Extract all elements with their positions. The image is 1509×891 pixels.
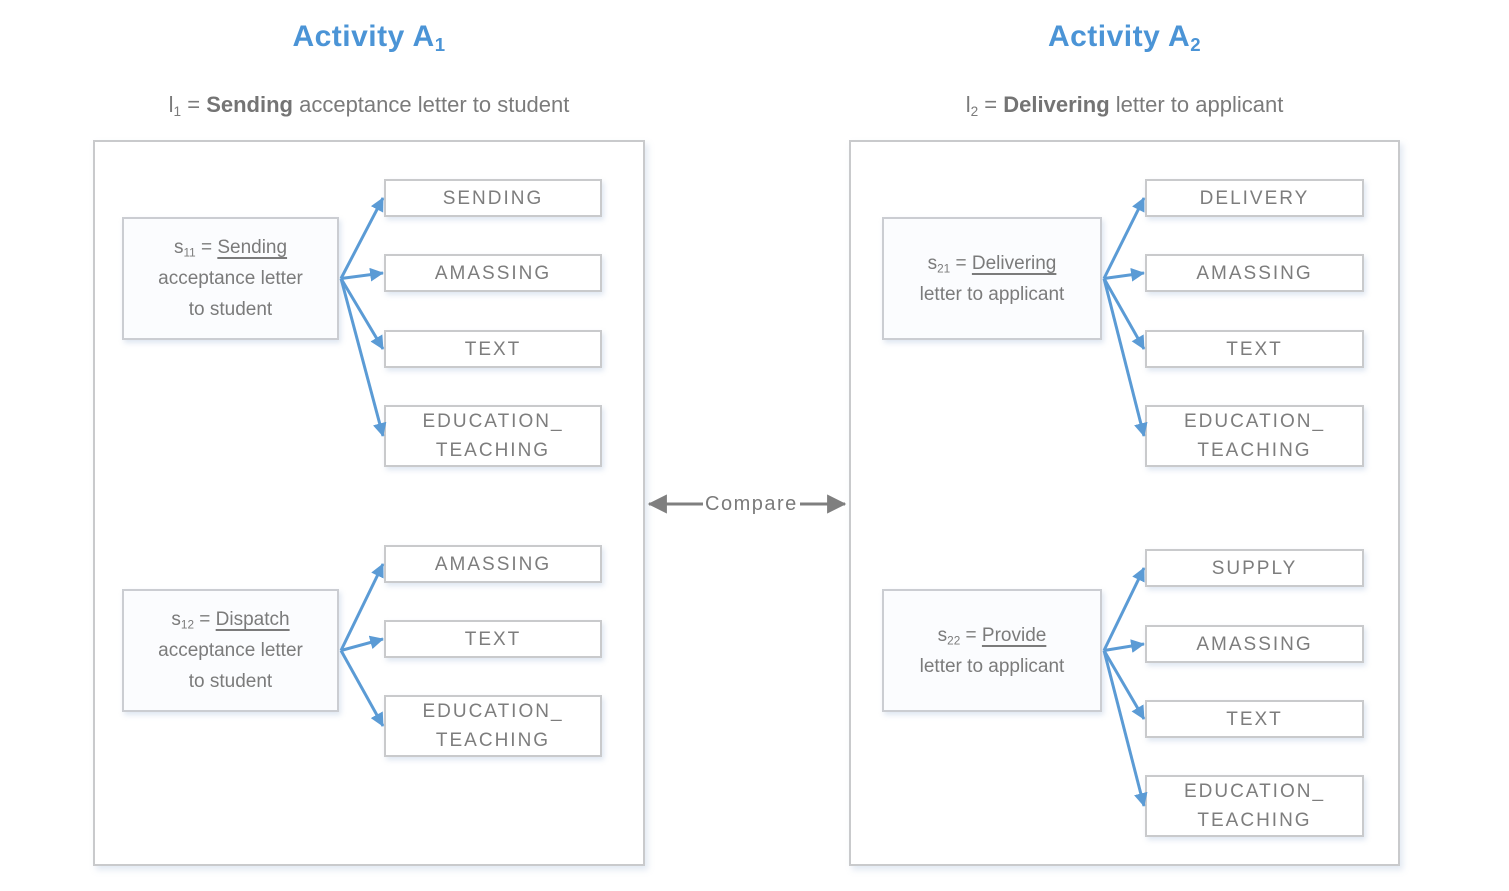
- activity-a1-title: Activity A1: [93, 20, 645, 54]
- category-box: AMASSING: [384, 254, 602, 292]
- category-box: AMASSING: [1145, 254, 1364, 292]
- source-symbol: s22: [937, 624, 961, 647]
- source-box: s22 = Provide letter to applicant: [882, 589, 1102, 712]
- compare-label: Compare: [703, 490, 800, 518]
- category-box: DELIVERY: [1145, 179, 1364, 217]
- equals-sign: =: [199, 609, 211, 630]
- category-box: AMASSING: [1145, 625, 1364, 663]
- category-box: TEXT: [384, 330, 602, 368]
- source-keyword: Provide: [981, 624, 1047, 646]
- category-box: AMASSING: [384, 545, 602, 583]
- source-description: letter to applicant: [919, 655, 1065, 677]
- source-label: s11 = Sending: [174, 232, 287, 263]
- source-description: letter to applicant: [919, 283, 1065, 305]
- category-box: TEXT: [1145, 700, 1364, 738]
- source-symbol: s21: [927, 252, 951, 275]
- source-keyword: Sending: [217, 237, 288, 258]
- activity-a2-subtitle: l2 = Delivering letter to applicant: [849, 92, 1400, 118]
- category-box: EDUCATION_ TEACHING: [1145, 775, 1364, 837]
- equals-sign: =: [200, 237, 213, 258]
- source-symbol: s12: [171, 609, 194, 632]
- source-keyword: Dispatch: [215, 609, 290, 630]
- activity-a2-panel: s21 = Delivering letter to applicant DEL…: [849, 140, 1400, 866]
- equals-sign: =: [187, 92, 201, 117]
- category-box: SUPPLY: [1145, 549, 1364, 587]
- activity-a1-subtitle: l1 = Sending acceptance letter to studen…: [93, 92, 645, 118]
- activity-a2-title-subscript: 2: [1190, 34, 1202, 56]
- activity-a1-panel: s11 = Sending acceptance letter to stude…: [93, 140, 645, 866]
- category-box: EDUCATION_ TEACHING: [384, 405, 602, 467]
- category-box: SENDING: [384, 179, 602, 217]
- source-box: s12 = Dispatch acceptance letter to stud…: [122, 589, 339, 712]
- source-box: s21 = Delivering letter to applicant: [882, 217, 1102, 340]
- subtitle-rest: letter to applicant: [1115, 92, 1284, 117]
- category-box: TEXT: [1145, 330, 1364, 368]
- source-label: s21 = Delivering: [928, 248, 1057, 279]
- subtitle-keyword: Sending: [206, 92, 293, 117]
- equals-sign: =: [955, 252, 967, 274]
- activity-a2-title: Activity A2: [849, 20, 1400, 54]
- activity-a1-title-subscript: 1: [434, 34, 446, 56]
- equals-sign: =: [965, 624, 977, 646]
- activity-a2-title-text: Activity A: [1047, 20, 1191, 53]
- label-symbol-l2: l2: [965, 92, 979, 119]
- category-box: EDUCATION_ TEACHING: [1145, 405, 1364, 467]
- source-description: acceptance letter to student: [158, 268, 303, 320]
- source-label: s12 = Dispatch: [171, 604, 289, 635]
- source-symbol: s11: [173, 237, 196, 260]
- activity-a1-title-text: Activity A: [292, 20, 435, 53]
- source-description: acceptance letter to student: [158, 640, 303, 692]
- source-box: s11 = Sending acceptance letter to stude…: [122, 217, 339, 340]
- source-keyword: Delivering: [971, 252, 1057, 274]
- subtitle-rest: acceptance letter to student: [299, 92, 570, 117]
- source-label: s22 = Provide: [938, 620, 1047, 651]
- label-symbol-l1: l1: [168, 92, 182, 119]
- subtitle-keyword: Delivering: [1003, 92, 1110, 117]
- category-box: TEXT: [384, 620, 602, 658]
- equals-sign: =: [984, 92, 998, 117]
- category-box: EDUCATION_ TEACHING: [384, 695, 602, 757]
